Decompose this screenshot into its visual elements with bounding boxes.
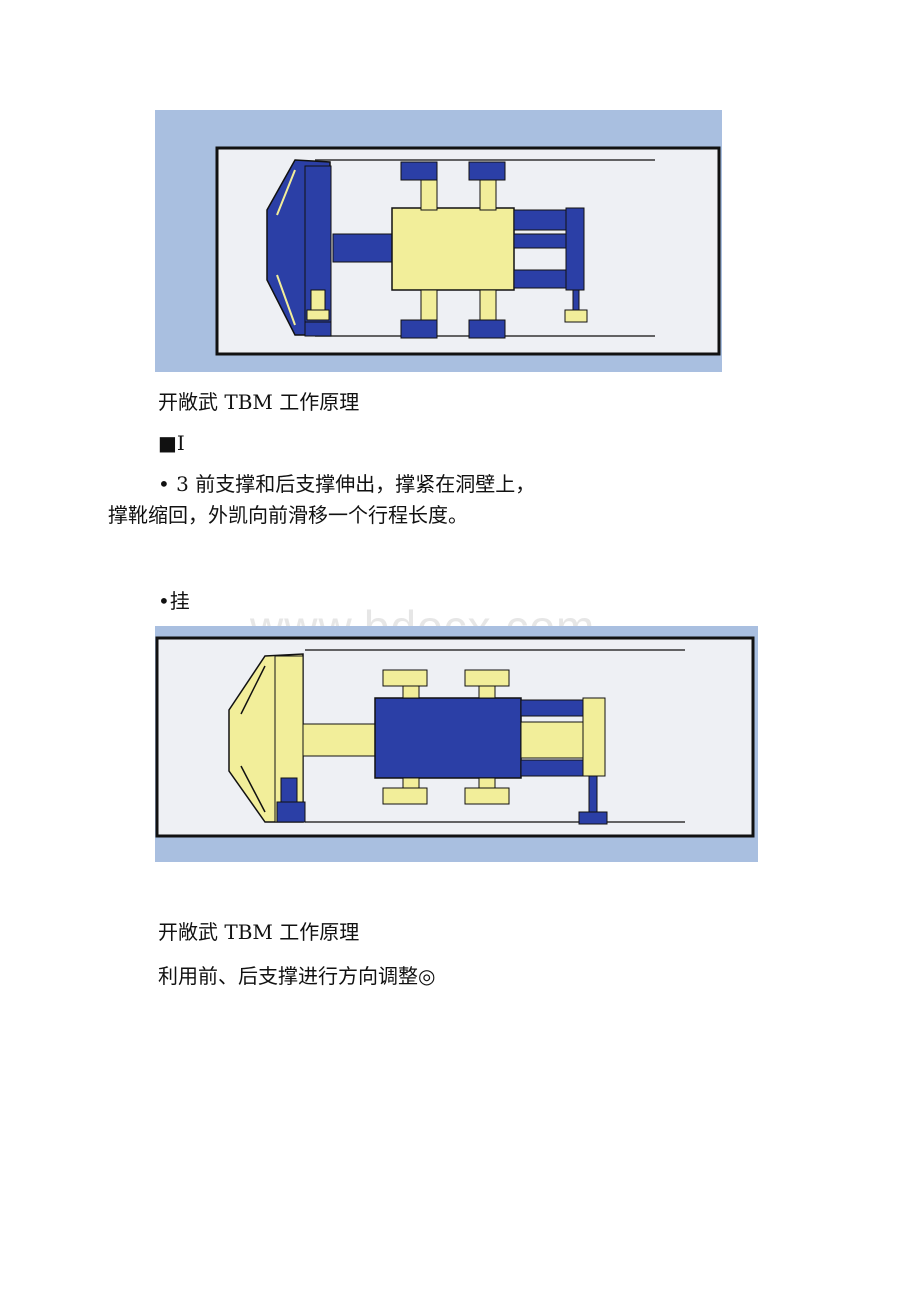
caption-1: 开敞武 TBM 工作原理	[158, 390, 360, 414]
tbm-diagram-2	[155, 626, 758, 862]
marker-1: ■I	[158, 431, 185, 455]
tbm-diagram-1	[155, 110, 722, 372]
gripper-body	[391, 207, 515, 291]
paragraph-1-line-1: • 3 前支撑和后支撑伸出，撑紧在洞壁上，	[158, 472, 536, 496]
paragraph-1-line-2: 撑靴缩回，外凯向前滑移一个行程长度。	[108, 503, 468, 527]
main-beam	[332, 233, 394, 263]
main-beam	[302, 723, 376, 757]
marker-2: •挂	[158, 589, 190, 613]
caption-2: 开敞武 TBM 工作原理	[158, 920, 360, 944]
paragraph-2: 利用前、后支撑进行方向调整◎	[158, 964, 436, 988]
gripper-body	[374, 697, 522, 779]
